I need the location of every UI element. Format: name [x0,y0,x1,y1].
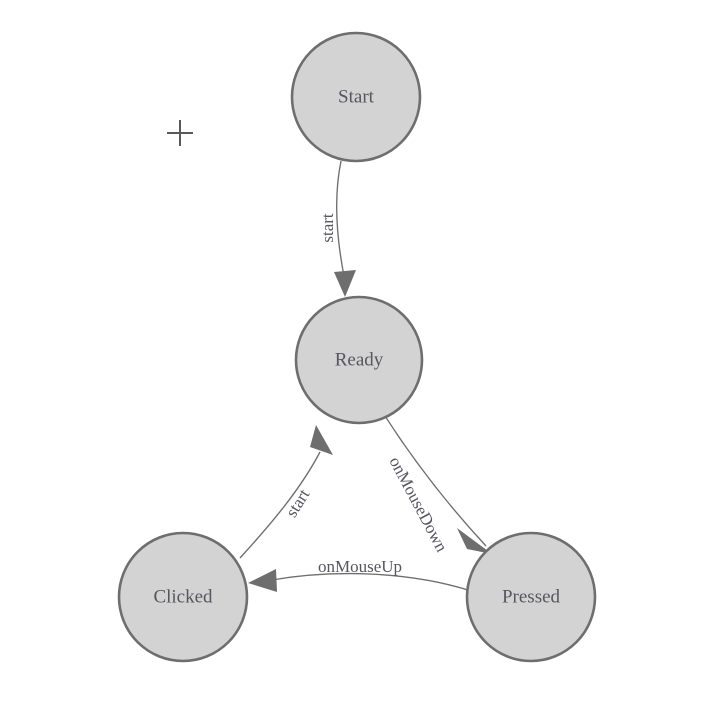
node-clicked[interactable]: Clicked [117,531,249,663]
edge-pressed-to-clicked[interactable]: onMouseUp [248,557,469,592]
edge-label-pressed-to-clicked: onMouseUp [318,557,402,576]
edge-clicked-to-ready[interactable]: start [239,425,333,559]
node-pressed-label: Pressed [502,586,561,607]
node-start-circle[interactable] [290,31,422,163]
node-pressed-circle[interactable] [465,531,597,663]
edge-pressed-to-clicked-arrowhead [248,569,277,592]
node-ready-circle[interactable] [294,295,424,425]
edge-ready-to-pressed-arrowhead [457,528,492,554]
edge-label-ready-to-pressed: onMouseDown [385,454,451,556]
edge-start-to-ready[interactable]: start [318,160,356,297]
node-start[interactable]: Start [290,31,422,163]
edge-ready-to-pressed[interactable]: onMouseDown [384,415,492,556]
edge-start-to-ready-arrowhead [334,270,356,297]
edge-clicked-to-ready-path [239,451,321,559]
edge-pressed-to-clicked-path [271,572,469,591]
node-pressed[interactable]: Pressed [465,531,597,663]
edge-ready-to-pressed-path [384,415,487,547]
node-clicked-circle[interactable] [117,531,249,663]
edge-label-start-to-ready: start [318,213,337,243]
node-start-label: Start [338,86,375,107]
node-ready[interactable]: Ready [294,295,424,425]
edge-clicked-to-ready-arrowhead [310,425,333,455]
crosshair-icon [167,120,193,146]
edge-label-clicked-to-ready: start [282,485,314,520]
node-clicked-label: Clicked [153,586,213,607]
edge-start-to-ready-path [335,160,345,277]
node-ready-label: Ready [335,349,384,370]
